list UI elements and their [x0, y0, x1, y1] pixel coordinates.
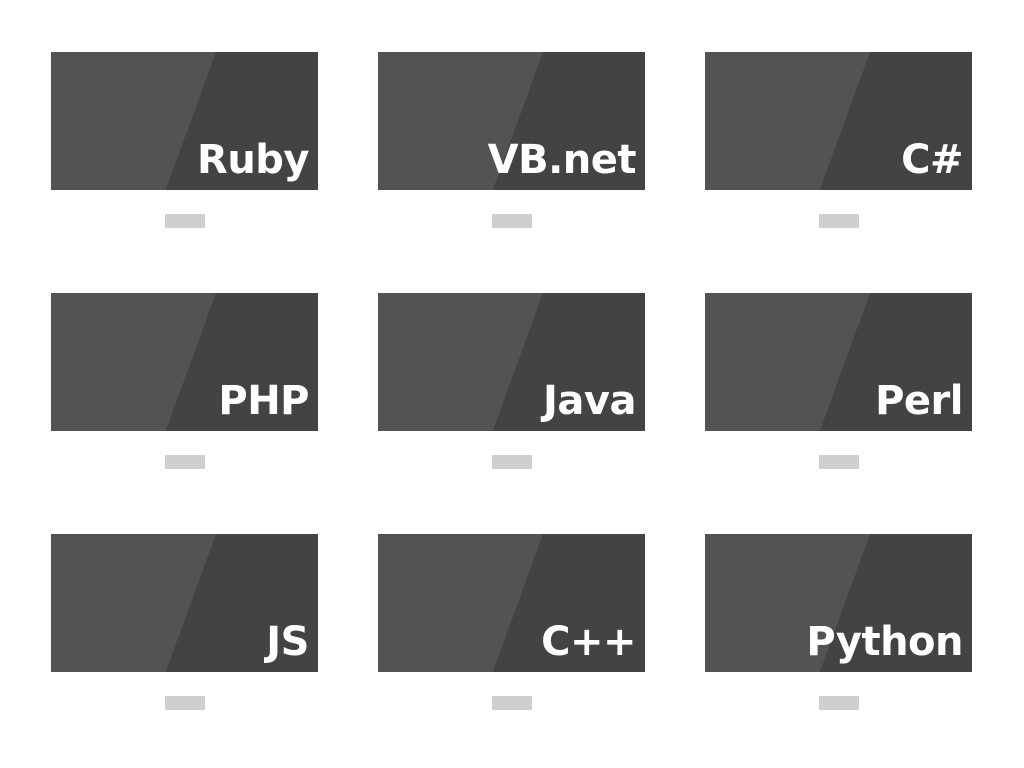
- monitor-screen: Perl: [705, 293, 972, 431]
- language-label: C++: [541, 619, 636, 665]
- monitor-js: JS: [51, 534, 318, 672]
- monitor-stand-icon: [819, 214, 859, 228]
- monitor-cpp: C++: [378, 534, 645, 672]
- monitor-ruby: Ruby: [51, 52, 318, 190]
- monitor-stand-icon: [165, 696, 205, 710]
- language-label: VB.net: [487, 137, 637, 183]
- monitor-csharp: C#: [705, 52, 972, 190]
- monitor-vbnet: VB.net: [378, 52, 645, 190]
- monitor-screen: Python: [705, 534, 972, 672]
- monitor-screen: VB.net: [378, 52, 645, 190]
- language-label: PHP: [218, 378, 309, 424]
- monitor-php: PHP: [51, 293, 318, 431]
- language-label: Ruby: [197, 137, 309, 183]
- monitor-screen: PHP: [51, 293, 318, 431]
- monitor-screen: Ruby: [51, 52, 318, 190]
- monitor-stand-icon: [492, 214, 532, 228]
- monitor-stand-icon: [819, 455, 859, 469]
- monitor-screen: C#: [705, 52, 972, 190]
- language-label: C#: [901, 137, 963, 183]
- monitor-stand-icon: [165, 455, 205, 469]
- language-label: Perl: [875, 378, 963, 424]
- language-label: JS: [266, 619, 309, 665]
- monitor-screen: C++: [378, 534, 645, 672]
- monitor-stand-icon: [492, 696, 532, 710]
- monitor-python: Python: [705, 534, 972, 672]
- monitor-java: Java: [378, 293, 645, 431]
- language-label: Java: [543, 378, 636, 424]
- monitor-screen: JS: [51, 534, 318, 672]
- monitor-screen: Java: [378, 293, 645, 431]
- monitor-stand-icon: [165, 214, 205, 228]
- language-label: Python: [806, 619, 963, 665]
- monitor-stand-icon: [819, 696, 859, 710]
- monitor-perl: Perl: [705, 293, 972, 431]
- monitor-stand-icon: [492, 455, 532, 469]
